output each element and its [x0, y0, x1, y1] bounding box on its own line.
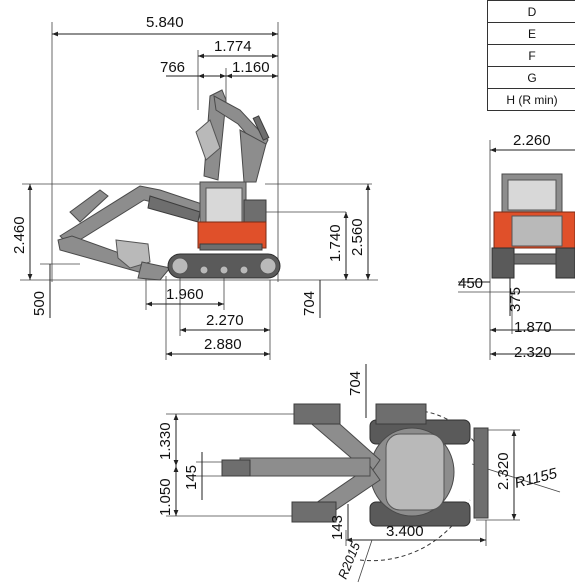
dim-2880: 2.880	[204, 336, 242, 353]
dim-704: 704	[301, 291, 318, 316]
top-dim-2320: 2.320	[495, 452, 512, 490]
spec-row: H (R min)	[487, 88, 575, 111]
swing-radius-arc-2	[359, 499, 471, 562]
excavator-top	[221, 403, 489, 527]
dim-375: 375	[507, 287, 524, 312]
dim-2560: 2.560	[349, 218, 366, 256]
top-view: 704 1.330 1.050 145 143 3.400 2.320 R115…	[157, 364, 561, 583]
top-dim-3400: 3.400	[386, 523, 424, 540]
dim-overall-length: 5.840	[146, 14, 184, 31]
top-dim-1050: 1.050	[157, 478, 174, 516]
top-dim-r2015: R2015	[335, 539, 364, 581]
track-side	[167, 253, 281, 279]
dim-766: 766	[160, 59, 185, 76]
dim-2270: 2.270	[206, 312, 244, 329]
excavator-body	[197, 181, 267, 251]
dim-1870: 1.870	[514, 319, 552, 336]
spec-cell-h: H (R min)	[487, 88, 575, 111]
top-dim-r1155: R1155	[513, 465, 560, 492]
dim-2320: 2.320	[514, 344, 552, 361]
dim-height-left: 2.460	[11, 216, 28, 254]
top-dim-143: 143	[329, 515, 346, 540]
top-dim-145: 145	[183, 465, 200, 490]
dim-1740: 1.740	[327, 224, 344, 262]
side-view: 5.840 1.774 766 1.160 2.460 500 1.740 2.…	[11, 14, 378, 360]
rear-view: 2.260 450 375 1.870 2.320	[458, 132, 575, 361]
dim-1960: 1.960	[166, 286, 204, 303]
dim-1774: 1.774	[214, 38, 252, 55]
dim-2260: 2.260	[513, 132, 551, 149]
excavator-rear	[491, 173, 575, 279]
dim-500: 500	[31, 291, 48, 316]
excavator-side-raised	[195, 89, 270, 183]
top-dim-704: 704	[347, 371, 364, 396]
dim-450: 450	[458, 275, 483, 292]
spec-table: D E F G H (R min)	[487, 0, 575, 111]
top-dim-1330: 1.330	[157, 422, 174, 460]
dim-1160: 1.160	[232, 59, 270, 76]
excavator-side-extended	[57, 185, 209, 281]
